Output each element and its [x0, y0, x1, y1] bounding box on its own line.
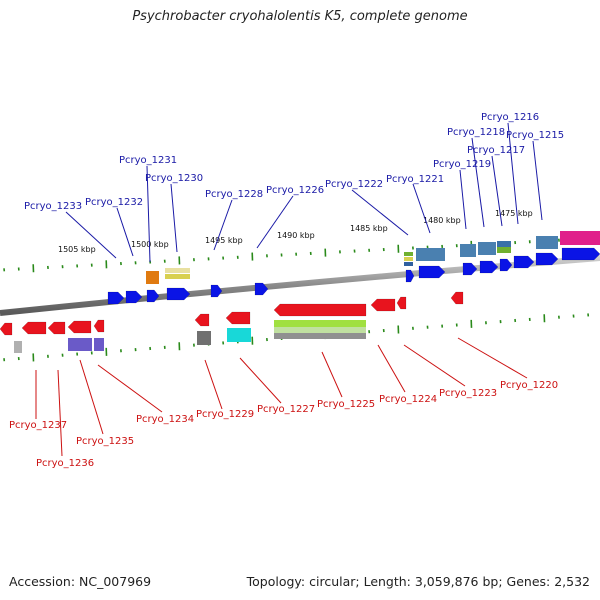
gene-label-pcryo-1229[interactable]: Pcryo_1229 — [196, 409, 254, 420]
reverse-gene-arrow — [450, 291, 464, 305]
gene-label-pcryo-1219[interactable]: Pcryo_1219 — [433, 159, 491, 170]
gene-label-pcryo-1226[interactable]: Pcryo_1226 — [266, 185, 324, 196]
gene-label-pcryo-1232[interactable]: Pcryo_1232 — [85, 197, 143, 208]
gene-label-pcryo-1221[interactable]: Pcryo_1221 — [386, 174, 444, 185]
forward-gene-arrow — [513, 255, 535, 269]
reverse-gene-arrow — [194, 313, 210, 327]
forward-gene-arrow — [125, 290, 143, 304]
forward-gene-arrow — [166, 287, 191, 301]
reverse-gene-arrow — [21, 321, 47, 335]
feature-box — [478, 242, 496, 255]
gene-label-pcryo-1215[interactable]: Pcryo_1215 — [506, 130, 564, 141]
gene-label-pcryo-1227[interactable]: Pcryo_1227 — [257, 404, 315, 415]
forward-gene-arrow — [146, 289, 160, 303]
forward-leader-lines — [65, 122, 543, 263]
gene-label-pcryo-1228[interactable]: Pcryo_1228 — [205, 189, 263, 200]
reverse-gene-arrow — [273, 303, 367, 317]
scale-label: 1475 kbp — [495, 209, 533, 218]
reverse-gene-arrow — [47, 321, 66, 335]
forward-gene-arrow — [418, 265, 446, 279]
gene-label-pcryo-1225[interactable]: Pcryo_1225 — [317, 399, 375, 410]
scale-label: 1505 kbp — [58, 245, 96, 254]
gene-label-pcryo-1231[interactable]: Pcryo_1231 — [119, 155, 177, 166]
gene-label-pcryo-1234[interactable]: Pcryo_1234 — [136, 414, 194, 425]
forward-gene-arrow — [462, 262, 478, 276]
forward-gene-arrow — [561, 247, 600, 261]
feature-box — [460, 244, 476, 257]
forward-gene-arrow — [499, 258, 513, 272]
feature-box — [197, 331, 211, 345]
feature-box — [94, 338, 104, 351]
feature-box — [497, 241, 511, 247]
feature-box — [274, 333, 366, 339]
forward-gene-arrow — [405, 269, 415, 283]
reverse-labels: Pcryo_1237 Pcryo_1236 Pcryo_1235 Pcryo_1… — [9, 380, 558, 469]
feature-box — [404, 262, 413, 266]
feature-box — [274, 327, 366, 333]
feature-box — [404, 252, 413, 256]
forward-gene-arrow — [107, 291, 125, 305]
map-title: Psychrobacter cryohalolentis K5, complet… — [132, 9, 468, 24]
feature-box — [146, 271, 159, 284]
gene-label-pcryo-1217[interactable]: Pcryo_1217 — [467, 145, 525, 156]
gene-label-pcryo-1233[interactable]: Pcryo_1233 — [24, 201, 82, 212]
scale-label: 1490 kbp — [277, 231, 315, 240]
forward-labels: Pcryo_1233 Pcryo_1232 Pcryo_1231 Pcryo_1… — [24, 112, 564, 212]
gene-label-pcryo-1222[interactable]: Pcryo_1222 — [325, 179, 383, 190]
reverse-leader-lines — [35, 337, 528, 457]
gene-label-pcryo-1216[interactable]: Pcryo_1216 — [481, 112, 539, 123]
reverse-gene-arrow — [225, 311, 251, 325]
feature-box — [560, 231, 600, 245]
forward-gene-arrow — [479, 260, 499, 274]
forward-gene-arrow — [254, 282, 269, 296]
feature-box — [274, 320, 366, 327]
gene-label-pcryo-1230[interactable]: Pcryo_1230 — [145, 173, 203, 184]
gene-label-pcryo-1235[interactable]: Pcryo_1235 — [76, 436, 134, 447]
gene-label-pcryo-1224[interactable]: Pcryo_1224 — [379, 394, 437, 405]
reverse-gene-arrow — [370, 298, 396, 312]
reverse-gene-arrow — [0, 322, 13, 336]
genome-summary-text: Topology: circular; Length: 3,059,876 bp… — [246, 574, 590, 589]
gene-features — [0, 231, 600, 353]
scale-label: 1480 kbp — [423, 216, 461, 225]
gene-label-pcryo-1218[interactable]: Pcryo_1218 — [447, 127, 505, 138]
reverse-gene-arrow — [67, 320, 92, 334]
feature-box — [227, 328, 251, 342]
scale-label: 1485 kbp — [350, 224, 388, 233]
gene-label-pcryo-1236[interactable]: Pcryo_1236 — [36, 458, 94, 469]
gene-label-pcryo-1220[interactable]: Pcryo_1220 — [500, 380, 558, 391]
feature-box — [68, 338, 92, 351]
gene-label-pcryo-1223[interactable]: Pcryo_1223 — [439, 388, 497, 399]
reverse-gene-arrow — [93, 319, 105, 333]
gene-label-pcryo-1237[interactable]: Pcryo_1237 — [9, 420, 67, 431]
feature-box — [497, 247, 511, 253]
scale-label: 1495 kbp — [205, 236, 243, 245]
feature-box — [165, 274, 190, 279]
forward-gene-arrow — [210, 284, 223, 298]
forward-gene-arrow — [535, 252, 559, 266]
feature-box — [14, 341, 22, 353]
reverse-gene-arrow — [396, 296, 407, 310]
feature-box — [404, 257, 413, 261]
feature-box — [536, 236, 558, 249]
accession-text: Accession: NC_007969 — [9, 574, 152, 589]
feature-box — [416, 248, 445, 261]
feature-box — [165, 268, 190, 273]
